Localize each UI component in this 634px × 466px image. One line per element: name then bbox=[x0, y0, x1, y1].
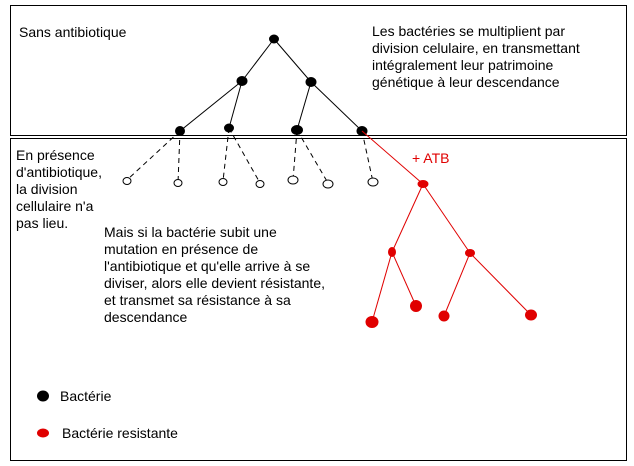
resistant-cells bbox=[365, 180, 537, 328]
label-atb: + ATB bbox=[412, 150, 450, 166]
bacterium bbox=[269, 34, 279, 44]
bacterium bbox=[175, 126, 185, 136]
normal-division-tree bbox=[179, 38, 363, 132]
legend-marker-bacterie bbox=[37, 390, 49, 402]
bacterium bbox=[224, 123, 234, 133]
resistant-division-tree bbox=[361, 130, 532, 323]
dead-cell bbox=[367, 177, 379, 187]
bacterium bbox=[305, 77, 317, 87]
legend-label-bacterie: Bactérie bbox=[60, 388, 112, 404]
dead-cell bbox=[173, 179, 183, 187]
resistant-bacterium bbox=[438, 310, 450, 322]
label-en-presence: En présence d'antibiotique, la division … bbox=[16, 147, 102, 231]
dead-cell bbox=[218, 178, 228, 186]
label-mutation: Mais si la bactérie subit une mutation e… bbox=[104, 224, 325, 325]
legend-marker-resistante bbox=[37, 428, 49, 438]
bacteria-cells bbox=[175, 34, 368, 136]
dead-cell bbox=[287, 175, 299, 185]
bottom-panel-frame bbox=[10, 138, 627, 461]
dead-cell bbox=[122, 177, 132, 185]
label-sans-antibiotique: Sans antibiotique bbox=[19, 24, 127, 40]
resistant-bacterium bbox=[417, 180, 429, 188]
legend-label-resistante: Bactérie resistante bbox=[62, 425, 178, 441]
label-multiplication: Les bactéries se multiplient par divisio… bbox=[372, 23, 580, 90]
dead-cells bbox=[122, 175, 379, 189]
dead-cell bbox=[322, 179, 334, 189]
dead-cell bbox=[255, 180, 265, 188]
resistant-bacterium bbox=[410, 300, 422, 312]
resistant-bacterium bbox=[365, 316, 379, 328]
resistant-bacterium bbox=[465, 249, 475, 257]
top-panel-frame bbox=[10, 5, 627, 136]
bacterium bbox=[291, 125, 303, 135]
resistant-bacterium bbox=[525, 309, 537, 321]
failed-division-lines bbox=[126, 127, 374, 184]
resistant-bacterium bbox=[388, 247, 396, 257]
bacterium bbox=[236, 76, 248, 86]
